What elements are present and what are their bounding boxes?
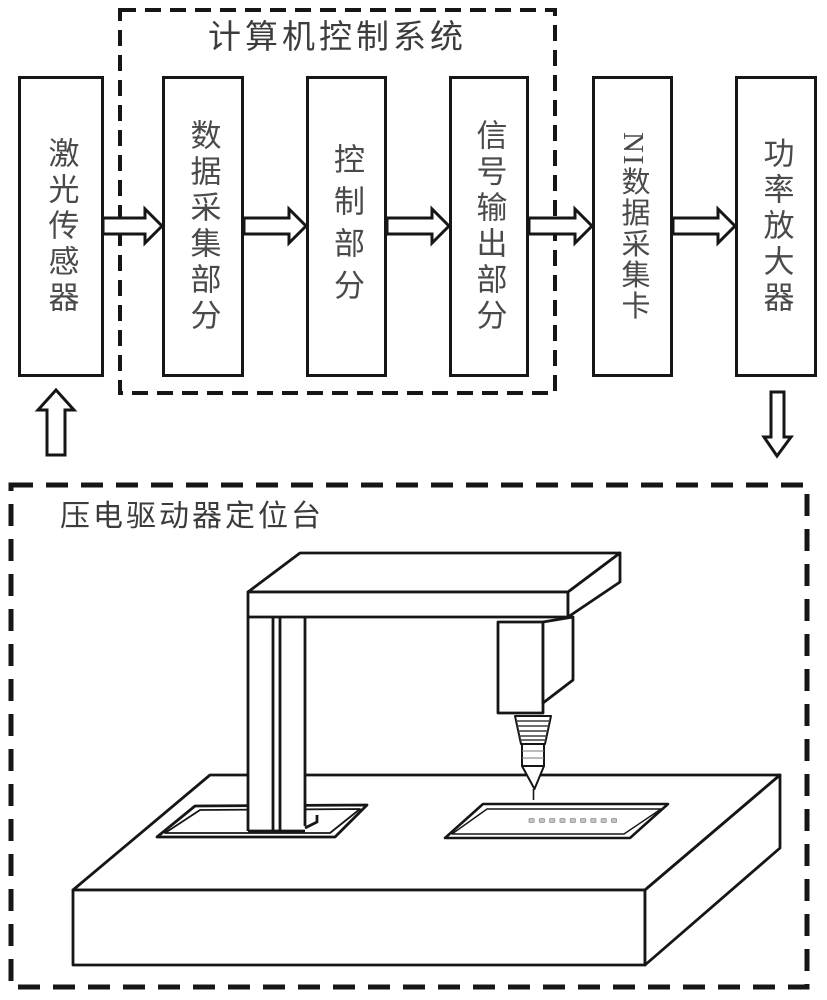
box-laser-sensor-label: 激光传感器	[43, 136, 79, 317]
box-control-section-label: 控制部分	[329, 142, 364, 311]
positioning-stage-drawing	[71, 551, 782, 967]
box-power-amplifier-label: 功率放大器	[758, 136, 794, 317]
gantry-column	[246, 617, 319, 833]
beam-top-face	[246, 551, 622, 594]
arrow-nidaq-to-amplifier	[671, 205, 738, 247]
box-power-amplifier: 功率放大器	[735, 76, 817, 377]
flow-arrows	[34, 205, 794, 459]
arrow-laser-to-daq	[101, 205, 165, 247]
sample-plate-inner	[451, 808, 662, 835]
needle-cone	[521, 765, 545, 790]
arrow-stage-to-laser-up	[34, 387, 78, 457]
beam-front-face	[246, 590, 570, 619]
sample-plate	[443, 802, 670, 840]
gantry-beam	[246, 551, 622, 619]
base-hole-inner	[164, 808, 361, 834]
piezo-stage-title: 压电驱动器定位台	[60, 500, 324, 533]
plate-dots	[528, 818, 618, 823]
arrow-daq-to-control	[242, 205, 309, 247]
needle-body	[521, 743, 545, 767]
box-data-acquisition: 数据采集部分	[162, 76, 244, 377]
base-slab	[71, 773, 782, 967]
probe-head	[496, 615, 575, 715]
arrow-signal-to-nidaq	[527, 205, 595, 247]
gantry-column-edges	[246, 617, 319, 833]
base-right-face	[643, 773, 782, 967]
sample-plate-outer	[443, 802, 670, 840]
box-ni-daq-card: NI数据采集卡	[592, 76, 673, 377]
base-front-face	[71, 888, 647, 967]
computer-control-system-dashed-frame	[118, 8, 557, 395]
box-laser-sensor: 激光传感器	[18, 76, 104, 377]
box-signal-output: 信号输出部分	[449, 76, 529, 377]
probe-needle	[514, 715, 552, 800]
box-signal-output-label: 信号输出部分	[471, 118, 507, 335]
arrow-amplifier-to-stage-down	[761, 390, 794, 459]
box-data-acquisition-label: 数据采集部分	[185, 118, 221, 335]
beam-right-face	[566, 551, 622, 619]
computer-control-system-title: 计算机控制系统	[208, 20, 467, 56]
arrow-control-to-signal	[385, 205, 452, 247]
piezo-stage-dashed-frame	[8, 482, 810, 990]
probe-side-face	[541, 615, 575, 705]
box-control-section: 控制部分	[306, 76, 387, 377]
probe-front-face	[496, 620, 545, 715]
box-ni-daq-card-label: NI数据采集卡	[617, 131, 649, 322]
